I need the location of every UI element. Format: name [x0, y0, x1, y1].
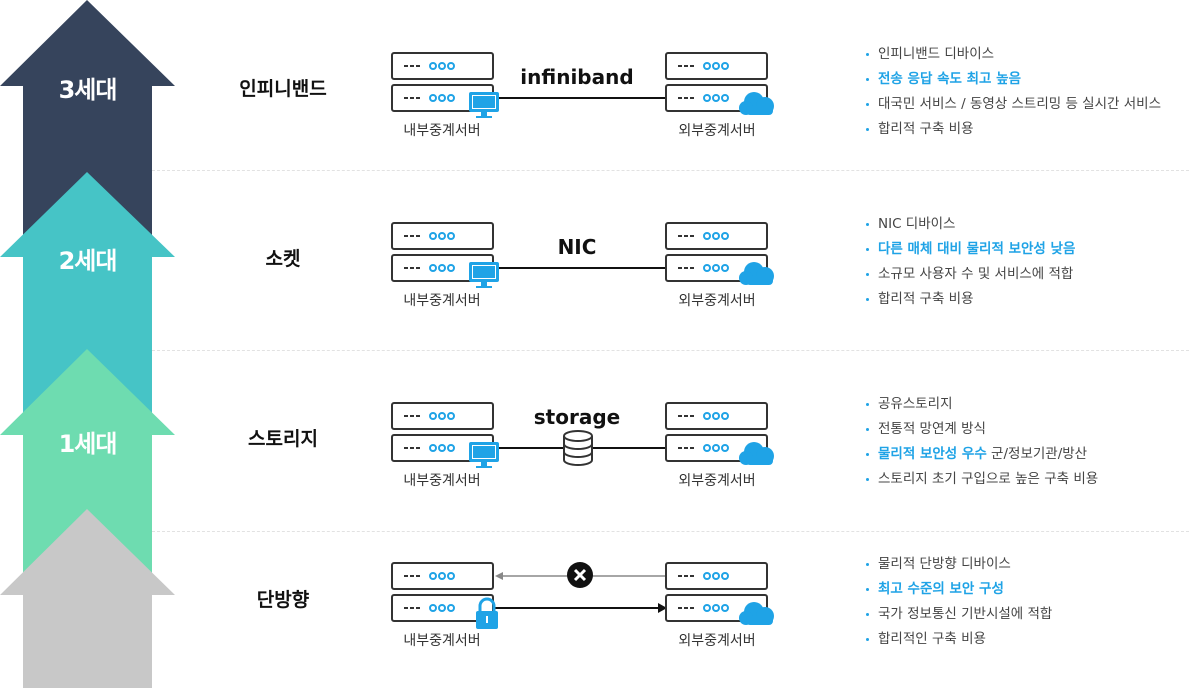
external-server-caption: 외부중계서버: [678, 473, 756, 489]
internal-server-caption: 내부중계서버: [403, 633, 481, 649]
feature-highlight-part: 물리적 보안성 우수: [878, 446, 987, 462]
internal-server-stack: [391, 222, 494, 282]
feature-item: 합리적 구축 비용: [866, 287, 1075, 312]
gen3-label: 3세대: [58, 76, 118, 104]
feature-list-socket: NIC 디바이스 다른 매체 대비 물리적 보안성 낮음 소규모 사용자 수 및…: [866, 212, 1075, 312]
link-label: storage: [533, 405, 621, 429]
feature-item: 국가 정보통신 기반시설에 적합: [866, 602, 1052, 627]
feature-item: 공유스토리지: [866, 392, 1098, 417]
feature-item: 합리적인 구축 비용: [866, 627, 1052, 652]
block-x-icon: [567, 562, 593, 588]
forward-arrow: [493, 603, 667, 613]
internal-server-caption: 내부중계서버: [403, 123, 481, 139]
diagram-storage: storage 내부중계서버 외부중계서버: [380, 400, 800, 510]
feature-list-oneway: 물리적 단방향 디바이스 최고 수준의 보안 구성 국가 정보통신 기반시설에 …: [866, 552, 1052, 652]
feature-item-highlight: 전송 응답 속도 최고 높음: [866, 67, 1161, 92]
feature-item: 인피니밴드 디바이스: [866, 42, 1161, 67]
cloud-icon: [739, 92, 774, 115]
feature-list-storage: 공유스토리지 전통적 망연계 방식 물리적 보안성 우수 군/정보기관/방산 스…: [866, 392, 1098, 492]
diagram-infiniband: infiniband 내부중계서버 외부중계서버: [380, 50, 800, 160]
link-label: infiniband: [520, 65, 634, 89]
feature-item: 소규모 사용자 수 및 서비스에 적합: [866, 262, 1075, 287]
feature-item: NIC 디바이스: [866, 212, 1075, 237]
row-divider: [152, 170, 1189, 171]
row-title-oneway: 단방향: [256, 589, 310, 611]
external-server-caption: 외부중계서버: [678, 293, 756, 309]
feature-item-mixed: 물리적 보안성 우수 군/정보기관/방산: [866, 442, 1098, 467]
row-divider: [152, 531, 1189, 532]
cloud-icon: [739, 602, 774, 625]
cloud-icon: [739, 442, 774, 465]
arrow-base: [0, 509, 175, 688]
gen1-label: 1세대: [58, 430, 118, 458]
feature-item: 스토리지 초기 구입으로 높은 구축 비용: [866, 467, 1098, 492]
gen2-label: 2세대: [58, 247, 118, 275]
internal-server-caption: 내부중계서버: [403, 293, 481, 309]
diagram-socket: NIC 내부중계서버 외부중계서버: [380, 220, 800, 330]
database-icon: [563, 430, 593, 466]
feature-rest-part: 군/정보기관/방산: [986, 446, 1088, 462]
monitor-icon: [469, 262, 499, 288]
row-divider: [152, 350, 1189, 351]
row-title-infiniband: 인피니밴드: [239, 78, 327, 100]
internal-server-caption: 내부중계서버: [403, 473, 481, 489]
external-server-caption: 외부중계서버: [678, 123, 756, 139]
lock-icon: [476, 597, 498, 629]
external-server-caption: 외부중계서버: [678, 633, 756, 649]
feature-item: 물리적 단방향 디바이스: [866, 552, 1052, 577]
feature-item-highlight: 다른 매체 대비 물리적 보안성 낮음: [866, 237, 1075, 262]
feature-item: 합리적 구축 비용: [866, 117, 1161, 142]
feature-item-highlight: 최고 수준의 보안 구성: [866, 577, 1052, 602]
internal-server-stack: [391, 562, 494, 622]
row-title-socket: 소켓: [265, 248, 301, 270]
monitor-icon: [469, 442, 499, 468]
monitor-icon: [469, 92, 499, 118]
external-server-stack: [665, 562, 768, 622]
internal-server-stack: [391, 52, 494, 112]
diagram-oneway: 내부중계서버 외부중계서버: [380, 560, 800, 670]
link-label: NIC: [557, 235, 597, 259]
feature-item: 전통적 망연계 방식: [866, 417, 1098, 442]
generation-arrows: [0, 0, 175, 688]
feature-list-infiniband: 인피니밴드 디바이스 전송 응답 속도 최고 높음 대국민 서비스 / 동영상 …: [866, 42, 1161, 142]
feature-item: 대국민 서비스 / 동영상 스트리밍 등 실시간 서비스: [866, 92, 1161, 117]
row-title-storage: 스토리지: [248, 428, 318, 450]
cloud-icon: [739, 262, 774, 285]
